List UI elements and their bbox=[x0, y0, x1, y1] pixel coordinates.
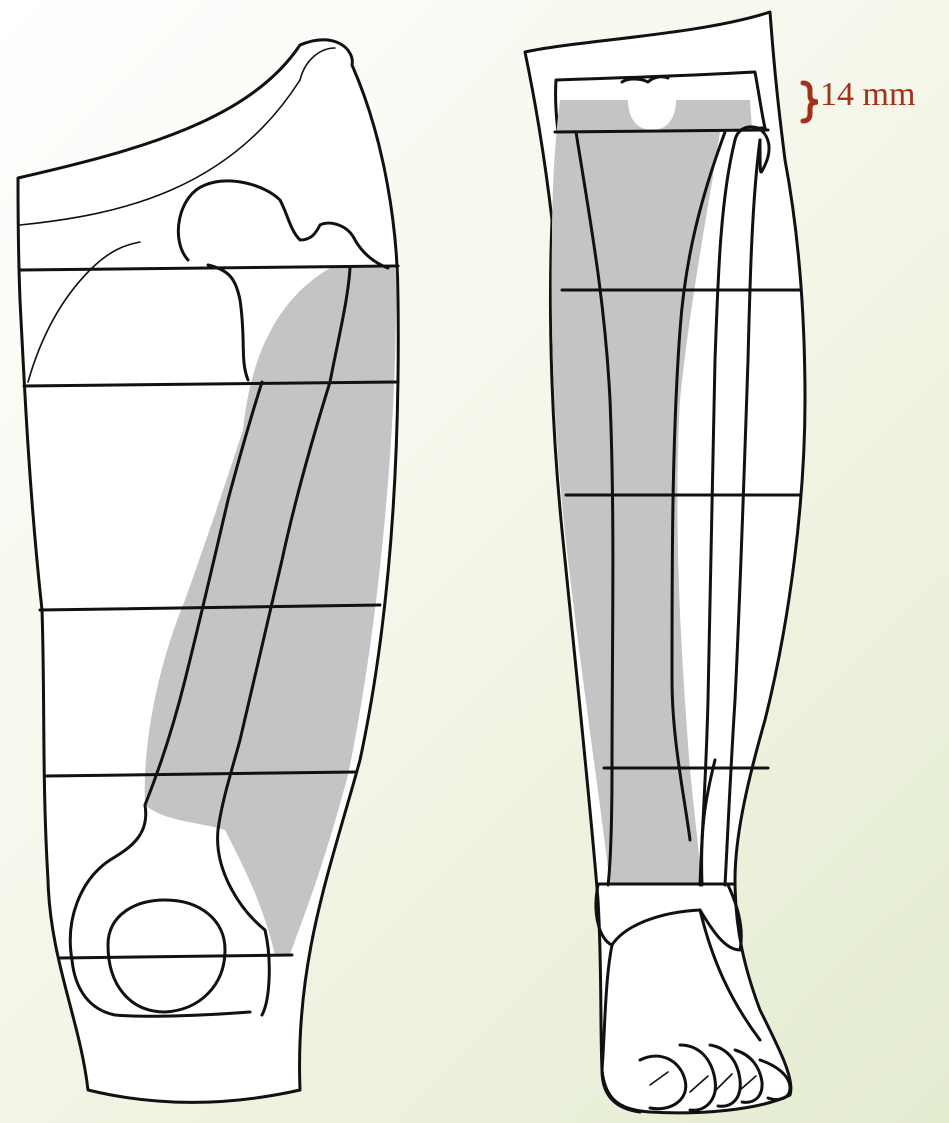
lower-leg-diagram bbox=[525, 12, 805, 1113]
measurement-label: 14 mm bbox=[820, 78, 915, 112]
leg-section-line-1 bbox=[555, 130, 768, 132]
measurement-bracket bbox=[803, 83, 818, 121]
thigh-diagram bbox=[18, 40, 398, 1103]
brace-icon bbox=[803, 83, 818, 121]
